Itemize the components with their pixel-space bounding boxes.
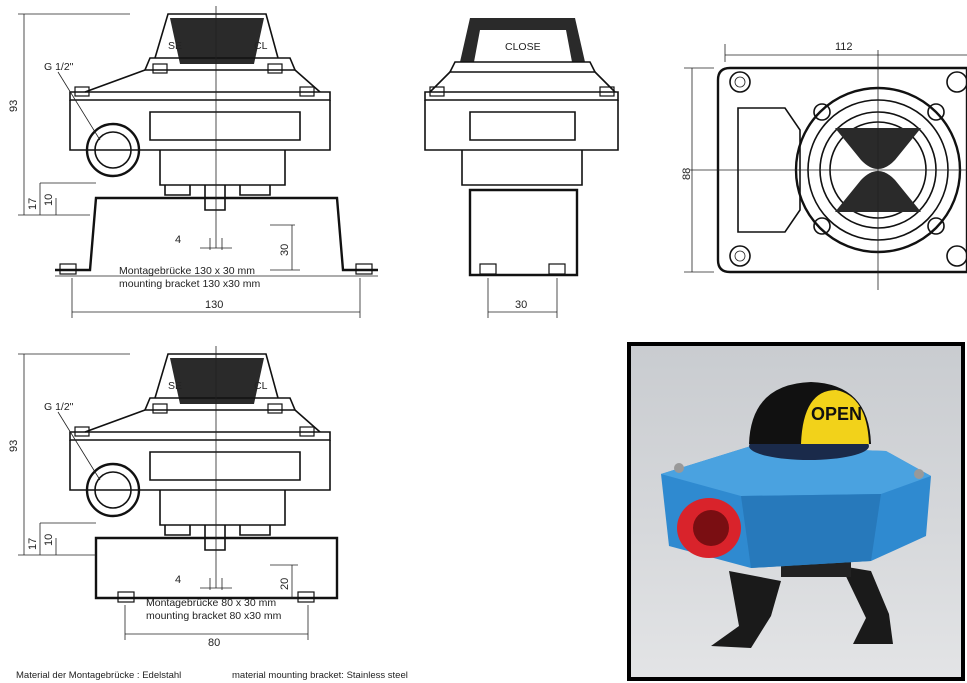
dim-20: 20: [279, 578, 291, 590]
top-view: 112 88: [681, 41, 967, 290]
product-photo-inner: OPEN: [631, 346, 961, 677]
dim-10-bottom: 10: [43, 534, 55, 546]
side-view-80-bracket: G 1/2" 93 17 10 4 20 Montagebrücke 80 x …: [8, 346, 339, 649]
bracket-label-de-bottom: Montagebrücke 80 x 30 mm: [146, 597, 276, 609]
switch-box-photo: OPEN: [661, 382, 931, 648]
dim-width-30: 30: [515, 299, 527, 311]
dim-height-93-bottom: 93: [8, 440, 20, 452]
bracket-label-en-bottom: mounting bracket 80 x30 mm: [146, 610, 282, 622]
thread-label-bottom: G 1/2": [44, 401, 74, 413]
material-note-de: Material der Montagebrücke : Edelstahl: [16, 670, 181, 681]
dim-17-bottom: 17: [27, 538, 39, 550]
front-view: CLOSE 30: [424, 18, 619, 318]
dome-text-left-bottom: SE: [168, 380, 182, 392]
dome-text-left: SE: [168, 40, 182, 52]
dome-open-text: OPEN: [811, 404, 862, 424]
dome-text-right: CL: [254, 40, 268, 52]
dim-height-88: 88: [681, 168, 693, 180]
dim-4: 4: [175, 234, 181, 246]
yellow-dome: [801, 390, 869, 444]
dim-width-130: 130: [205, 299, 223, 311]
dome-text-right-bottom: CL: [254, 380, 268, 392]
bracket-label-en: mounting bracket 130 x30 mm: [119, 278, 260, 290]
dim-height-93: 93: [8, 100, 20, 112]
dim-10: 10: [43, 194, 55, 206]
dim-width-112: 112: [835, 41, 853, 53]
side-view-130-bracket: G 1/2" 93 17 10 4 30 Montagebrücke 130 x…: [8, 6, 378, 318]
dome-close-text: CLOSE: [505, 41, 541, 53]
dim-30: 30: [279, 244, 291, 256]
dim-4-bottom: 4: [175, 574, 181, 586]
bracket-label-de: Montagebrücke 130 x 30 mm: [119, 265, 255, 277]
dim-17: 17: [27, 198, 39, 210]
thread-label: G 1/2": [44, 61, 74, 73]
product-photo: OPEN: [627, 342, 965, 681]
dim-width-80: 80: [208, 637, 220, 649]
material-note-en: material mounting bracket: Stainless ste…: [232, 670, 408, 681]
